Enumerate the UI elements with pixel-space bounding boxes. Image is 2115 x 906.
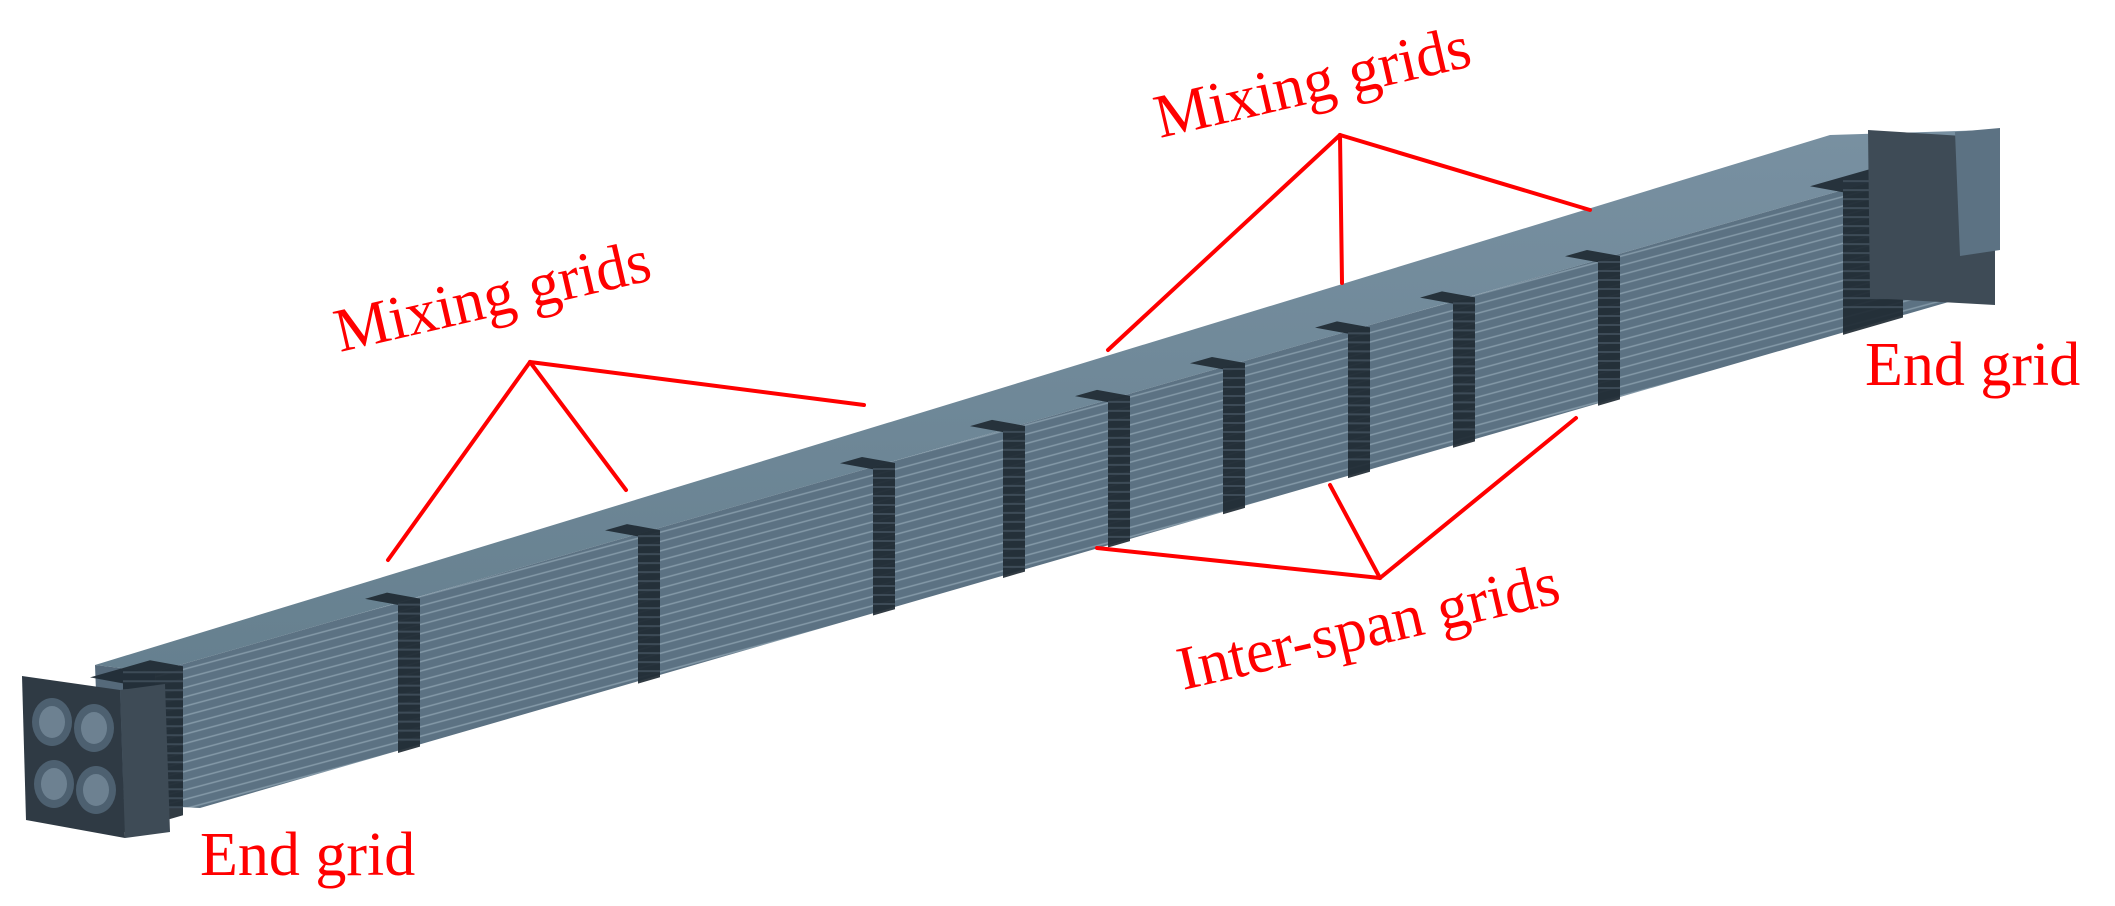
leader-line (386, 360, 532, 562)
assembly-top-face (95, 130, 1990, 672)
leader-line (1328, 483, 1382, 580)
label-end-grid-right: End grid (1865, 331, 2080, 399)
nozzle-hole-inner (39, 706, 65, 738)
label-mixing-grids-right: Mixing grids (1148, 13, 1477, 152)
right-end-nozzle (1868, 128, 2000, 305)
leader-line (528, 360, 866, 407)
leader-line (1338, 133, 1592, 212)
leader-line (1095, 546, 1382, 580)
leader-line (1338, 133, 1344, 285)
annotation-leaders (386, 133, 1592, 580)
end-nozzle-side (120, 684, 170, 838)
nozzle-hole-inner (83, 774, 109, 806)
assembly-side-face (155, 148, 1990, 808)
leader-line (528, 360, 628, 492)
label-mixing-grids-left: Mixing grids (328, 227, 657, 366)
label-end-grid-left: End grid (200, 821, 415, 889)
nozzle-hole-inner (81, 712, 107, 744)
leader-line (1106, 133, 1342, 352)
fuel-assembly (95, 130, 1990, 808)
label-inter-span-grids: Inter-span grids (1171, 550, 1566, 704)
leader-line (1378, 416, 1578, 580)
nozzle-hole-inner (41, 768, 67, 800)
end-nozzle-cap (1955, 128, 2000, 256)
end-nozzle-plate (22, 676, 125, 838)
left-end-nozzle (22, 676, 170, 838)
